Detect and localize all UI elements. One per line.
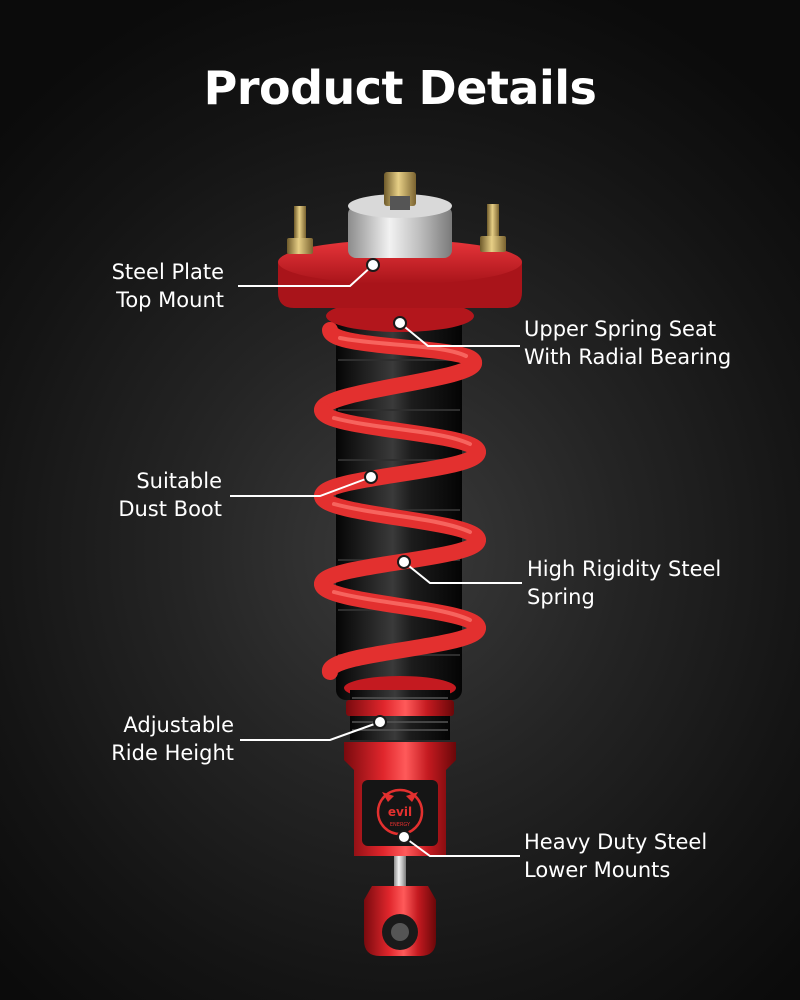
callout-top-mount: Steel Plate Top Mount: [112, 258, 224, 314]
page-title: Product Details: [203, 61, 597, 115]
left-stud-nut: [287, 238, 313, 254]
adjuster-collar: [346, 700, 454, 716]
callout-dust-boot-line2: Dust Boot: [118, 497, 222, 521]
callout-ride-height-line2: Ride Height: [111, 741, 234, 765]
marker-ride-height: [373, 715, 387, 729]
top-plate: [278, 240, 522, 284]
callout-lower-mounts-line1: Heavy Duty Steel: [524, 830, 708, 854]
callout-markers: [364, 258, 411, 844]
marker-spring: [397, 555, 411, 569]
callout-dust-boot-line1: Suitable: [136, 469, 222, 493]
brand-logo-line1: evil: [388, 805, 412, 819]
callout-spring-line1: High Rigidity Steel: [527, 557, 722, 581]
callout-ride-height: Adjustable Ride Height: [111, 711, 234, 767]
callout-ride-height-line1: Adjustable: [123, 713, 234, 737]
callout-spring-line2: Spring: [527, 585, 595, 609]
brand-logo-line2: ENERGY: [390, 822, 411, 828]
callout-leaders: [230, 264, 522, 857]
lower-mount-sleeve: [391, 923, 409, 941]
spring-highlights: [332, 336, 472, 622]
callout-dust-boot: Suitable Dust Boot: [118, 467, 222, 523]
callout-spring-seat: Upper Spring Seat With Radial Bearing: [524, 315, 731, 371]
callout-lower-mounts-line2: Lower Mounts: [524, 858, 671, 882]
marker-lower-mounts: [397, 830, 411, 844]
marker-dust-boot: [364, 470, 378, 484]
callout-spring: High Rigidity Steel Spring: [527, 555, 721, 611]
center-washer: [390, 196, 410, 210]
callout-top-mount-line1: Steel Plate: [111, 260, 224, 284]
lower-rod: [394, 856, 406, 886]
callout-top-mount-line2: Top Mount: [116, 288, 224, 312]
right-stud-nut: [480, 236, 506, 252]
marker-top-mount: [366, 258, 380, 272]
marker-spring-seat: [393, 316, 407, 330]
logo-panel: [362, 780, 438, 846]
callout-spring-seat-line1: Upper Spring Seat: [524, 317, 717, 341]
callout-spring-seat-line2: With Radial Bearing: [524, 345, 732, 369]
callout-lower-mounts: Heavy Duty Steel Lower Mounts: [524, 828, 707, 884]
bearing-cap: [348, 206, 452, 258]
